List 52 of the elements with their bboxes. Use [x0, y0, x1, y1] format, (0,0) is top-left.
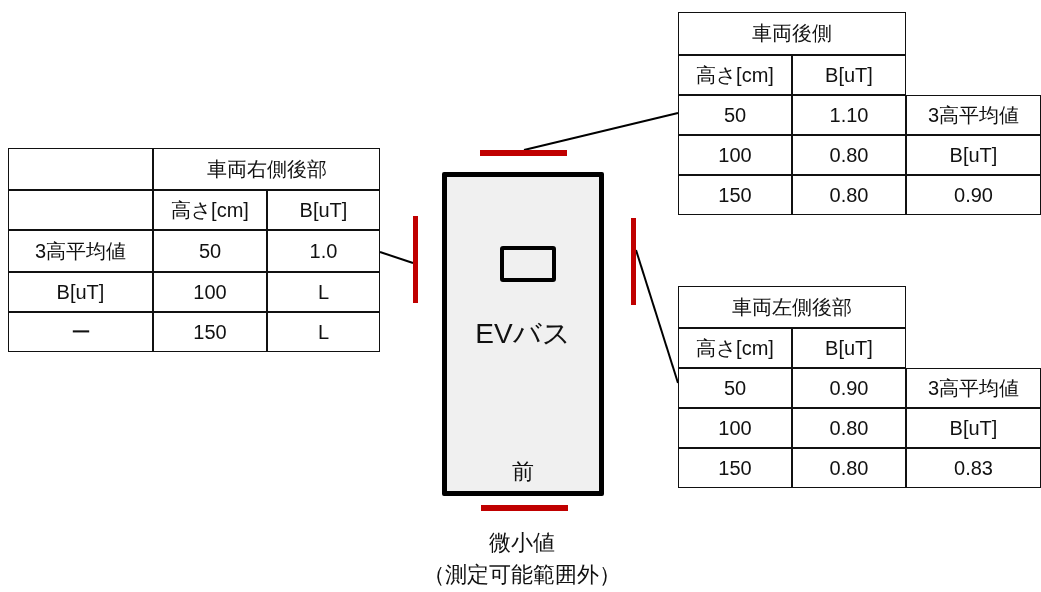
- table-cell: 100: [678, 408, 792, 448]
- table-cell: ー: [8, 312, 153, 352]
- front-label: 前: [511, 459, 535, 486]
- marker-bar: [480, 150, 567, 156]
- table-cell: 車両右側後部: [153, 148, 380, 190]
- table-cell: 3高平均値: [8, 230, 153, 272]
- table-cell: 0.80: [792, 175, 906, 215]
- data-table: [8, 148, 380, 352]
- table-cell: 100: [678, 135, 792, 175]
- table-cell: 3高平均値: [906, 368, 1041, 408]
- table-cell: B[uT]: [906, 408, 1041, 448]
- data-table: [678, 286, 1041, 488]
- table-cell: 車両後側: [678, 12, 906, 55]
- caption-text: 微小値: [488, 529, 556, 557]
- table-cell: 1.0: [267, 230, 380, 272]
- marker-bar: [631, 218, 636, 305]
- table-cell: 50: [153, 230, 267, 272]
- table-cell: 0.80: [792, 408, 906, 448]
- leader-line: [379, 251, 414, 264]
- table-cell: B[uT]: [8, 272, 153, 312]
- table-cell: 150: [678, 175, 792, 215]
- table-cell: 100: [153, 272, 267, 312]
- table-cell: 0.83: [906, 448, 1041, 488]
- table-cell: 50: [678, 368, 792, 408]
- table-cell: 150: [678, 448, 792, 488]
- table-cell: 車両左側後部: [678, 286, 906, 328]
- table-cell: 150: [153, 312, 267, 352]
- leader-line: [523, 112, 679, 151]
- marker-bar: [481, 505, 568, 511]
- table-cell: B[uT]: [792, 328, 906, 368]
- table-cell: B[uT]: [792, 55, 906, 95]
- data-table: [678, 12, 1041, 215]
- bus-outline: [442, 172, 604, 496]
- table-cell: 高さ[cm]: [153, 190, 267, 230]
- table-cell: L: [267, 272, 380, 312]
- window-rect: [500, 246, 556, 282]
- table-cell: 0.90: [906, 175, 1041, 215]
- table-cell: 0.80: [792, 135, 906, 175]
- table-cell: 高さ[cm]: [678, 55, 792, 95]
- table-cell: 3高平均値: [906, 95, 1041, 135]
- table-cell: 50: [678, 95, 792, 135]
- table-cell: 高さ[cm]: [678, 328, 792, 368]
- table-cell: 1.10: [792, 95, 906, 135]
- marker-bar: [413, 216, 418, 303]
- table-cell: B[uT]: [267, 190, 380, 230]
- caption-text: （測定可能範囲外）: [422, 561, 622, 589]
- bus-label: EVバス: [474, 317, 572, 351]
- leader-line: [635, 249, 679, 384]
- table-cell: 0.90: [792, 368, 906, 408]
- table-cell: 0.80: [792, 448, 906, 488]
- table-cell: L: [267, 312, 380, 352]
- table-cell: B[uT]: [906, 135, 1041, 175]
